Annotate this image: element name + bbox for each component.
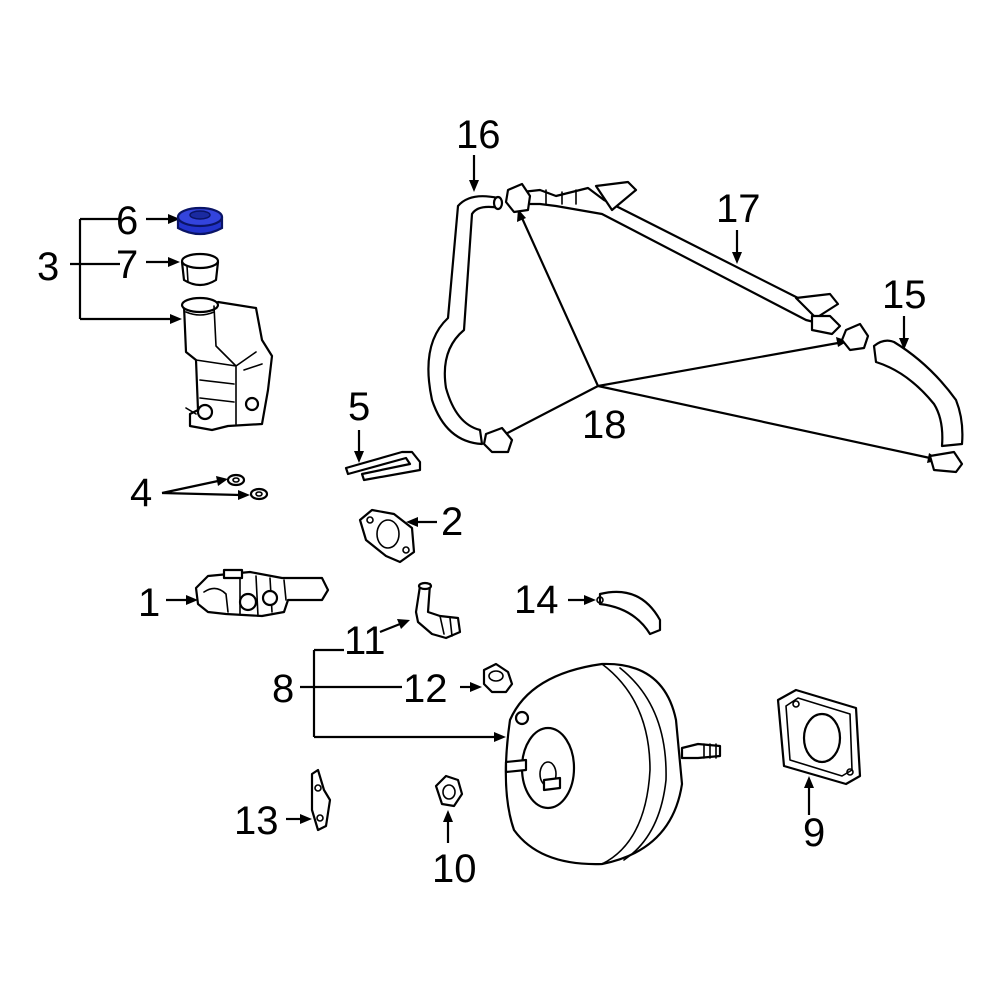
callout-16[interactable]: 16 — [456, 113, 501, 157]
leader-3-bracket — [70, 217, 182, 324]
part-12-grommet[interactable] — [482, 662, 514, 694]
part-8-brake-booster[interactable] — [504, 662, 722, 866]
leader-18 — [486, 209, 940, 463]
callout-17[interactable]: 17 — [716, 187, 761, 231]
callout-7[interactable]: 7 — [116, 243, 138, 287]
leader-7 — [146, 257, 180, 267]
callout-12[interactable]: 12 — [403, 667, 448, 711]
leader-17 — [732, 230, 742, 264]
callout-10[interactable]: 10 — [432, 847, 477, 891]
part-10-seal[interactable] — [434, 774, 464, 808]
callout-11[interactable]: 11 — [344, 619, 386, 663]
part-9-booster-gasket[interactable] — [776, 688, 862, 786]
callout-9[interactable]: 9 — [803, 811, 825, 855]
part-4-grommets[interactable] — [226, 473, 269, 501]
leader-10 — [443, 810, 453, 843]
part-6-reservoir-cap[interactable] — [176, 206, 224, 236]
part-1-master-cylinder[interactable] — [194, 568, 330, 618]
part-7-reservoir-filter[interactable] — [180, 252, 220, 287]
part-18-clamps[interactable] — [482, 182, 964, 474]
part-15-hose[interactable] — [872, 339, 964, 448]
callout-5[interactable]: 5 — [348, 385, 370, 429]
leader-13 — [286, 814, 312, 824]
callout-18[interactable]: 18 — [582, 403, 627, 447]
leader-16 — [469, 155, 479, 192]
callout-3[interactable]: 3 — [37, 245, 59, 289]
part-13-bracket[interactable] — [310, 768, 332, 832]
leader-9 — [804, 776, 814, 815]
leader-6 — [146, 214, 180, 224]
leader-11 — [379, 619, 410, 634]
leader-5 — [354, 430, 364, 463]
part-14-heat-shield[interactable] — [596, 590, 662, 636]
callout-14[interactable]: 14 — [514, 578, 559, 622]
part-5-clip[interactable] — [344, 450, 422, 482]
part-17-vacuum-tube[interactable] — [520, 180, 842, 336]
leader-1 — [166, 595, 198, 605]
callout-1[interactable]: 1 — [138, 581, 160, 625]
callout-13[interactable]: 13 — [234, 799, 279, 843]
leader-2 — [406, 517, 437, 527]
leader-15 — [899, 316, 909, 350]
callout-4[interactable]: 4 — [130, 471, 152, 515]
leader-14 — [568, 595, 596, 605]
callout-6[interactable]: 6 — [116, 199, 138, 243]
leader-8-bracket — [300, 648, 506, 742]
part-16-vacuum-hose[interactable] — [427, 195, 504, 446]
part-2-gasket[interactable] — [358, 508, 416, 564]
part-11-check-valve[interactable] — [414, 581, 462, 640]
part-3-reservoir[interactable] — [180, 296, 274, 432]
callout-8[interactable]: 8 — [272, 667, 294, 711]
callout-2[interactable]: 2 — [441, 500, 463, 544]
leader-12 — [460, 682, 482, 692]
leader-4 — [161, 476, 250, 500]
callout-15[interactable]: 15 — [882, 273, 927, 317]
